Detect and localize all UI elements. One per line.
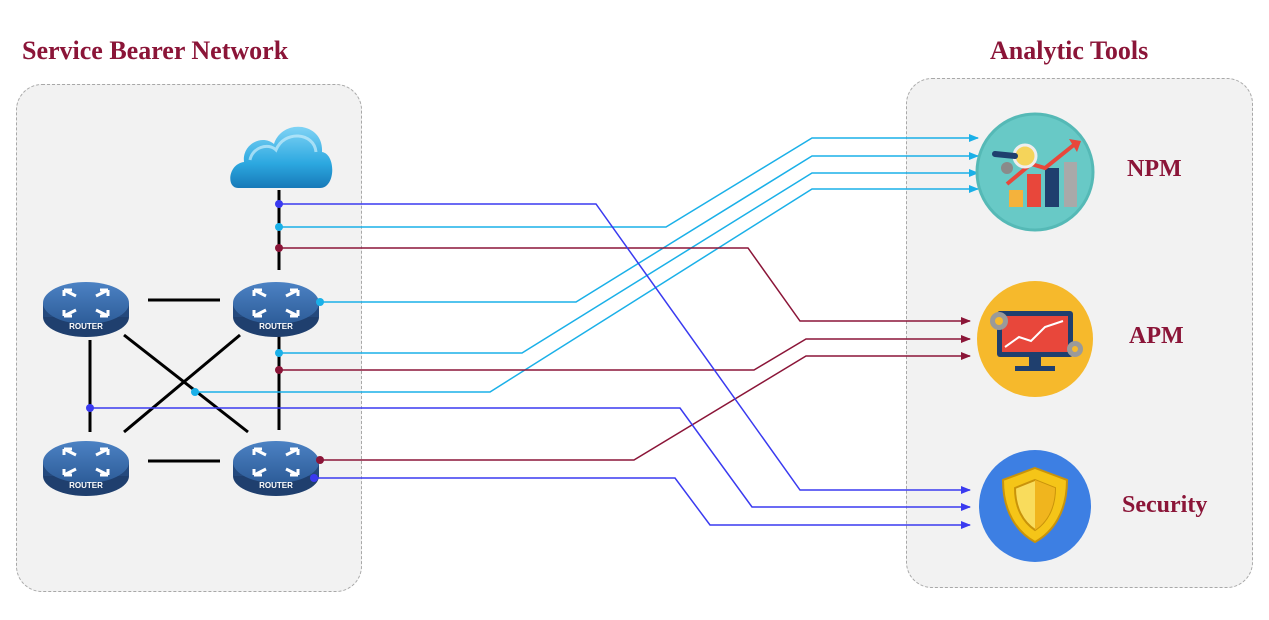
- npm-link-4: [195, 185, 979, 393]
- tap-point: [275, 244, 283, 252]
- tap-point: [191, 388, 199, 396]
- monitor-gears-icon[interactable]: [977, 281, 1093, 397]
- tap-point: [275, 200, 283, 208]
- apm-link-1: [279, 247, 971, 325]
- tap-point: [316, 456, 324, 464]
- diagonal-link-2: [123, 333, 241, 434]
- router-bottom-right-icon[interactable]: ROUTER: [233, 441, 319, 496]
- security-links: [90, 203, 971, 529]
- tap-point: [275, 366, 283, 374]
- router-label: ROUTER: [259, 481, 293, 490]
- apm-links: [279, 247, 971, 461]
- apm-link-2: [279, 335, 971, 371]
- tap-point: [310, 474, 318, 482]
- tap-point: [275, 349, 283, 357]
- npm-label: NPM: [1127, 156, 1182, 182]
- security-label: Security: [1122, 492, 1208, 518]
- tap-point: [275, 223, 283, 231]
- router-label: ROUTER: [69, 322, 103, 331]
- security-link-3: [314, 477, 971, 529]
- chart-magnifier-icon[interactable]: [975, 112, 1095, 232]
- npm-link-3: [279, 169, 979, 354]
- apm-link-3: [320, 352, 971, 461]
- service-bearer-network-title: Service Bearer Network: [22, 36, 289, 65]
- security-link-1: [279, 203, 971, 494]
- diagonal-link-1: [123, 333, 249, 434]
- tap-points: [86, 200, 324, 482]
- router-top-left-icon[interactable]: ROUTER: [43, 282, 129, 337]
- router-bottom-left-icon[interactable]: ROUTER: [43, 441, 129, 496]
- router-top-right-icon[interactable]: ROUTER: [233, 282, 319, 337]
- tap-point: [316, 298, 324, 306]
- router-label: ROUTER: [69, 481, 103, 490]
- router-label: ROUTER: [259, 322, 293, 331]
- shield-icon[interactable]: [979, 450, 1091, 562]
- security-link-2: [90, 407, 971, 511]
- analytic-tools-title: Analytic Tools: [990, 36, 1149, 65]
- apm-label: APM: [1129, 323, 1184, 349]
- npm-link-2: [320, 152, 979, 303]
- npm-link-1: [279, 134, 979, 228]
- cloud-icon: [230, 126, 333, 188]
- npm-links: [195, 134, 979, 393]
- network-links: [88, 190, 281, 463]
- tap-point: [86, 404, 94, 412]
